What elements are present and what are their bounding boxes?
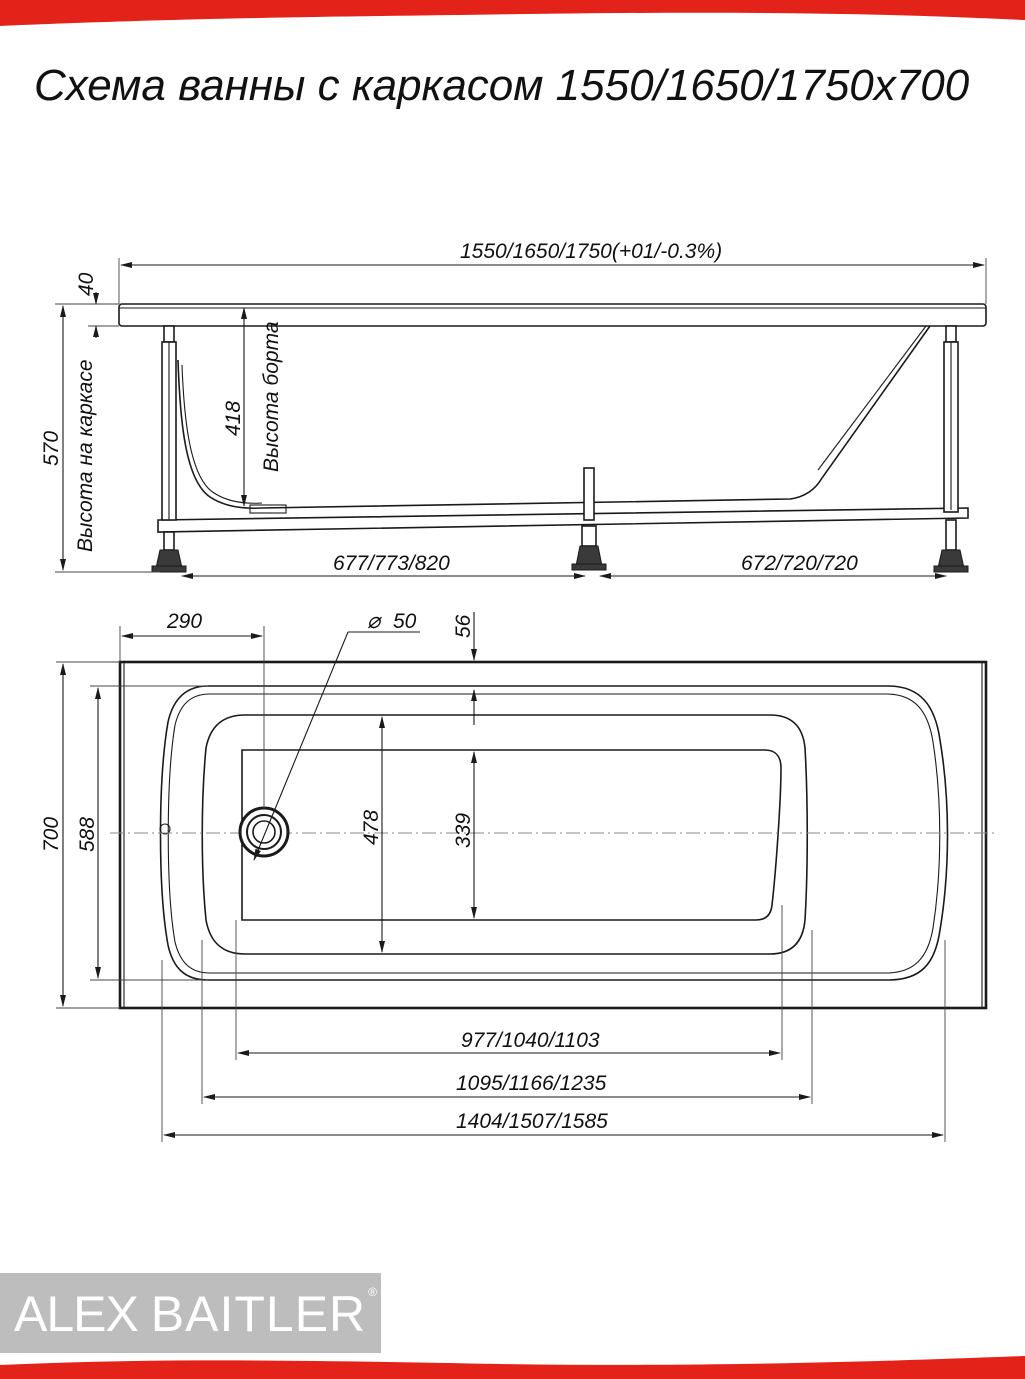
- overflow-hole: [159, 823, 171, 835]
- overall-length-label: 1550/1650/1750(+01/-0.3%): [460, 240, 722, 263]
- total-height-label: 570: [40, 431, 63, 466]
- overall-width-label: 700: [40, 817, 63, 852]
- drain-offset-label: 290: [166, 610, 202, 633]
- leg-spacing-right-label: 672/720/720: [741, 552, 858, 575]
- bowl-width-label: 478: [360, 810, 383, 845]
- outer-rim: [118, 660, 988, 1010]
- frame-leg-right: [933, 325, 969, 573]
- bottom-red-band: [0, 1356, 1025, 1379]
- rim-edge-offset-label: 56: [452, 614, 475, 638]
- frame-rail: [157, 507, 969, 533]
- brand-logo-text: ALEX BAITLER®: [14, 1285, 377, 1343]
- brand-logo: ALEX BAITLER®: [0, 1273, 381, 1353]
- bowl-outline: [201, 714, 809, 955]
- page-title: Схема ванны с каркасом 1550/1650/1750x70…: [34, 61, 970, 110]
- bottom-flat-area: [241, 749, 782, 921]
- side-view: 1550/1650/1750(+01/-0.3%): [40, 240, 987, 579]
- drain-icon: [238, 806, 290, 858]
- top-view: 290 ⌀ 50 56 700 588 478 339 977/1040/110…: [40, 608, 998, 1142]
- registered-mark: ®: [368, 1285, 377, 1299]
- frame-leg-middle: [571, 467, 607, 571]
- bathtub-body-profile: [177, 325, 931, 510]
- side-height-label: 418: [222, 401, 245, 436]
- frame-leg-left: [151, 325, 187, 573]
- bottom-width-label: 339: [452, 813, 475, 848]
- bathtub-rim: [118, 303, 987, 327]
- drain-diameter-symbol: ⌀: [367, 608, 383, 633]
- bottom-length-label: 977/1040/1103: [461, 1029, 600, 1052]
- inner-rim-length-label: 1404/1507/1585: [456, 1110, 608, 1133]
- drain-diameter-label: 50: [393, 610, 417, 633]
- leg-spacing-left-label: 677/773/820: [333, 552, 450, 575]
- brand-name-part2: BAITLER: [150, 1286, 367, 1342]
- bowl-length-label: 1095/1166/1235: [456, 1072, 607, 1095]
- inner-rim-width-label: 588: [76, 817, 99, 852]
- inner-rim-outline: [159, 685, 949, 981]
- rim-thickness-label: 40: [75, 272, 98, 296]
- total-height-caption: Высота на каркасе: [74, 359, 97, 552]
- top-red-band: [0, 0, 1025, 26]
- brand-name-part1: ALEX: [14, 1286, 139, 1342]
- side-height-caption: Высота борта: [260, 321, 283, 472]
